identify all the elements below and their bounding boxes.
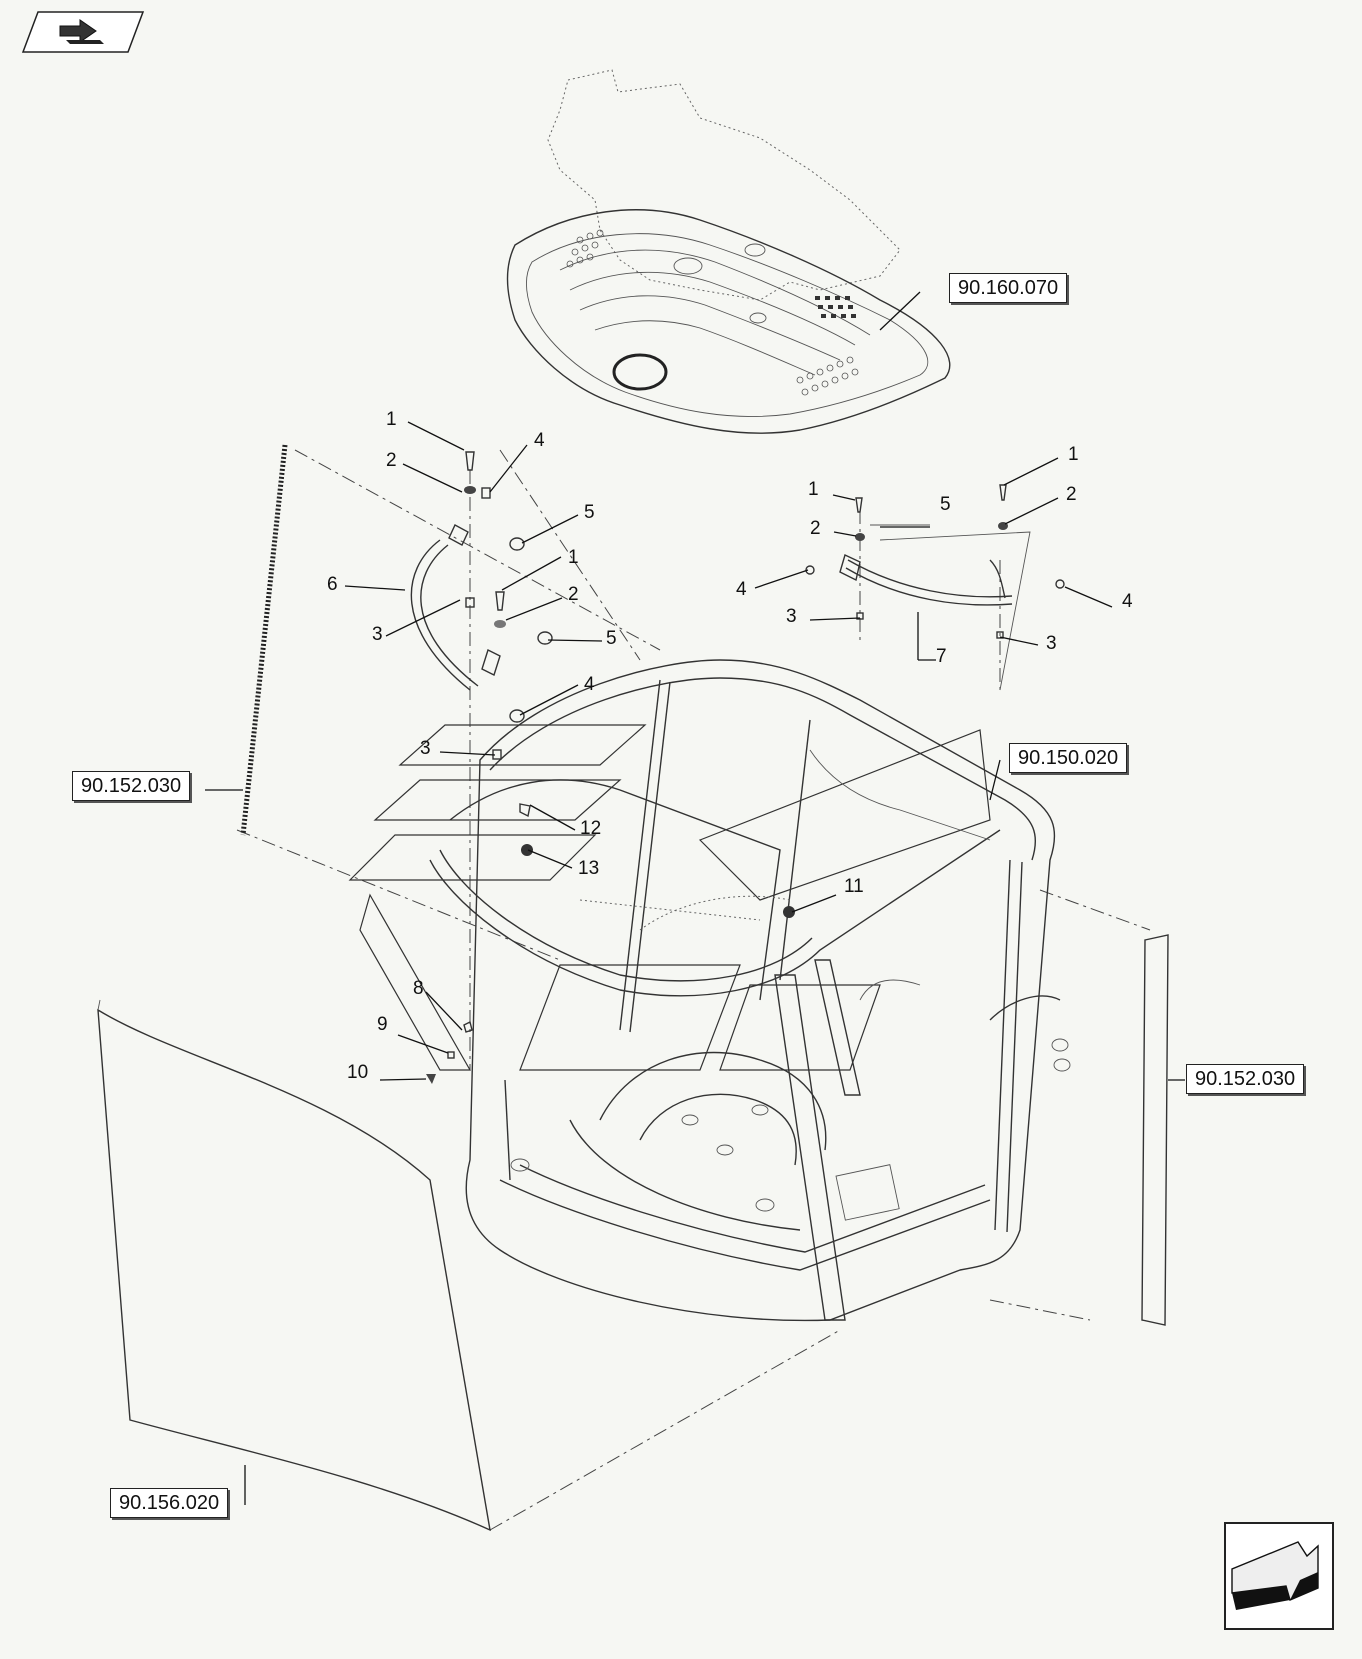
reference-90-152-030-right[interactable]: 90.152.030 [1186,1064,1305,1094]
callout-5: 5 [940,494,951,515]
callout-9: 9 [377,1014,388,1035]
callout-numbers: 1 2 4 5 6 3 1 2 5 4 3 12 13 1 2 1 2 5 4 … [327,409,1133,1083]
callout-8: 8 [413,978,424,999]
callout-10: 10 [347,1062,368,1083]
roof-panel [506,69,951,434]
previous-page-arrow-icon[interactable] [21,11,145,53]
assembly-lines [236,449,1151,1531]
callout-7: 7 [936,646,947,667]
callout-1: 1 [808,479,819,500]
callout-5: 5 [584,502,595,523]
reference-90-150-020[interactable]: 90.150.020 [1009,743,1128,773]
callout-4: 4 [584,674,595,695]
left-strap-assembly [410,451,795,1084]
callout-11: 11 [844,876,864,897]
callout-4: 4 [534,430,545,451]
callout-2: 2 [1066,484,1077,505]
background-ghost-strokes [348,724,991,1071]
front-glass [97,999,491,1532]
next-page-arrow-icon[interactable] [1224,1522,1334,1630]
callout-1: 1 [386,409,397,430]
left-side-glass [205,444,288,836]
callout-4: 4 [736,579,747,600]
reference-90-156-020[interactable]: 90.156.020 [110,1488,229,1518]
callout-2: 2 [568,584,579,605]
reference-90-152-030-left[interactable]: 90.152.030 [72,771,191,801]
callout-3: 3 [1046,633,1057,654]
callout-2: 2 [386,450,397,471]
callout-6: 6 [327,574,338,595]
callout-1: 1 [568,547,579,568]
callout-3: 3 [786,606,797,627]
callout-5: 5 [606,628,617,649]
callout-4: 4 [1122,591,1133,612]
callout-12: 12 [580,818,601,839]
right-side-glass [1141,934,1185,1326]
right-strap-assembly [805,484,1065,691]
callout-2: 2 [810,518,821,539]
cab-frame [429,659,1071,1322]
callout-3: 3 [420,738,431,759]
callout-1: 1 [1068,444,1079,465]
reference-90-160-070[interactable]: 90.160.070 [949,273,1068,303]
callout-13: 13 [578,858,599,879]
callout-3: 3 [372,624,383,645]
callout-leaders [344,421,1113,1081]
